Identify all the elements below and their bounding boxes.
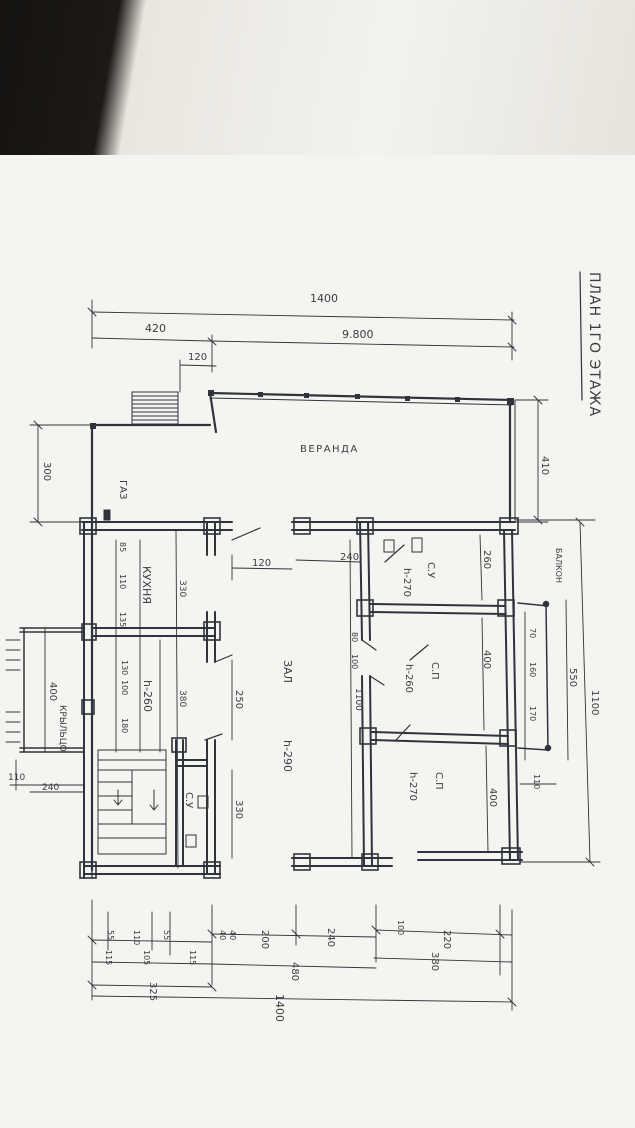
dim-right-70: 70	[528, 628, 537, 638]
dim-380: 380	[177, 690, 187, 707]
dim-left-110: 110	[8, 773, 25, 783]
dim-bottom-55a: 55	[162, 930, 171, 940]
hall-height: h-290	[281, 740, 294, 772]
fixtures	[103, 509, 423, 848]
bath-bottom-label: С.У	[183, 792, 194, 808]
plan-title: ПЛАН 1ГО ЭТАЖА	[586, 272, 602, 417]
dim-135: 135	[118, 612, 127, 627]
room-label-hall: ЗАЛ	[281, 660, 294, 683]
dim-260: 260	[481, 550, 492, 569]
dim-right-110: 110	[532, 774, 541, 789]
dim-left-240: 240	[42, 783, 59, 793]
balcony	[517, 600, 552, 752]
dim-top-120: 120	[188, 352, 207, 363]
dim-bottom-200: 200	[259, 930, 270, 949]
dim-bottom-480: 480	[289, 962, 300, 981]
bedroom-mid-height: h-260	[403, 664, 414, 693]
dim-110: 110	[118, 574, 127, 589]
dim-top-1400: 1400	[310, 292, 338, 305]
dim-bottom-55b: 55	[106, 930, 115, 940]
bedroom-bottom-height: h-270	[407, 772, 418, 801]
dim-330a: 330	[177, 580, 187, 597]
bath-top-label: С.У	[425, 562, 436, 578]
dim-bottom-40a: 40	[218, 930, 227, 940]
dim-right-170: 170	[528, 706, 537, 721]
room-label-kitchen: КУХНЯ	[140, 566, 153, 604]
dim-250: 250	[233, 690, 244, 709]
background-surface	[0, 0, 635, 180]
paper-sheet	[0, 155, 635, 1128]
dim-330b: 330	[233, 800, 244, 819]
dim-180: 180	[120, 718, 129, 733]
dim-240: 240	[340, 552, 359, 563]
bedroom-bottom-label: С.П	[433, 772, 444, 790]
interior-stairs	[97, 749, 167, 855]
veranda-walls	[90, 391, 516, 872]
entrance-steps	[131, 391, 179, 425]
dim-130: 130	[120, 660, 129, 675]
dim-right-550: 550	[567, 668, 578, 687]
dimension-lines	[9, 299, 601, 1011]
dim-bottom-380: 380	[429, 952, 440, 971]
dim-bottom-115b: 115	[104, 950, 113, 965]
balcony-label: БАЛКОН	[554, 548, 563, 583]
dim-top-9800: 9.800	[342, 328, 374, 341]
title-underline	[579, 271, 583, 401]
dim-left-300: 300	[41, 462, 52, 481]
dim-bottom-105: 105	[142, 950, 151, 965]
dim-top-420: 420	[145, 322, 166, 335]
dim-100: 100	[350, 654, 359, 669]
dim-left-400: 400	[47, 682, 58, 701]
dim-right-1100: 1100	[589, 690, 600, 715]
dim-120: 120	[252, 558, 271, 569]
dim-bottom-110: 110	[132, 930, 141, 945]
dim-1100: 1100	[353, 688, 363, 711]
veranda-posts	[90, 390, 514, 429]
dim-400b: 400	[487, 788, 498, 807]
room-label-veranda: ВЕРАНДА	[300, 444, 359, 455]
dim-bottom-115a: 115	[188, 950, 197, 965]
dim-bottom-40b: 40	[228, 930, 237, 940]
dim-bottom-325: 325	[147, 982, 158, 1001]
bedroom-mid-label: С.П	[429, 662, 440, 680]
bath-top-height: h-270	[401, 568, 412, 597]
wall-junctions	[79, 517, 521, 879]
dim-80: 80	[350, 632, 359, 642]
porch	[5, 627, 85, 753]
dim-bottom-1400: 1400	[273, 994, 286, 1022]
dim-100b: 100	[120, 680, 129, 695]
dim-85: 85	[118, 542, 127, 552]
dim-bottom-100: 100	[396, 920, 405, 935]
porch-label: КРЫЛЬЦО	[57, 705, 67, 752]
door-swings	[204, 527, 429, 741]
kitchen-height: h-260	[141, 680, 154, 712]
dim-bottom-220: 220	[441, 930, 452, 949]
dim-bottom-240: 240	[325, 928, 336, 947]
dim-right-160: 160	[528, 662, 537, 677]
gas-label: ГАЗ	[117, 480, 128, 499]
dim-right-410: 410	[539, 456, 550, 475]
dim-400a: 400	[481, 650, 492, 669]
